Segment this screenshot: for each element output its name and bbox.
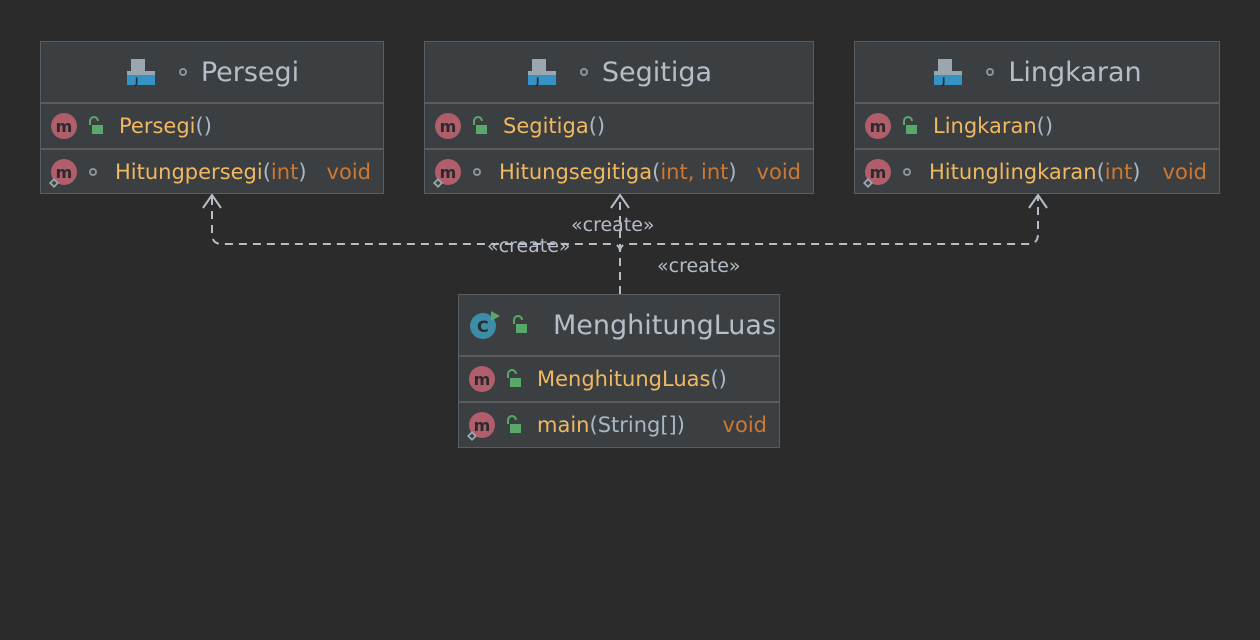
method-icon: m (435, 113, 461, 139)
class-name: MenghitungLuas (553, 309, 777, 341)
paren-open: ( (262, 160, 271, 184)
method-icon: m (469, 366, 495, 392)
svg-text:J: J (134, 77, 138, 87)
class-name: Persegi (200, 56, 300, 88)
class-name: Segitiga (601, 56, 713, 88)
package-private-icon (175, 64, 191, 80)
package-private-icon (469, 164, 485, 180)
class-box-lingkaran[interactable]: J Lingkaran m Lingkaran() m Hitunglingka… (854, 41, 1220, 194)
svg-text:J: J (941, 77, 945, 87)
constructor-row[interactable]: m MenghitungLuas() (459, 357, 779, 401)
static-marker-icon (467, 431, 477, 441)
class-box-segitiga[interactable]: J Segitiga m Segitiga() m Hitungsegitiga… (424, 41, 814, 194)
package-private-icon (85, 164, 101, 180)
static-marker-icon (433, 178, 443, 188)
create-label: «create» (571, 214, 655, 236)
constructor-row[interactable]: m Persegi() (41, 104, 383, 148)
class-header: C MenghitungLuas (459, 295, 779, 357)
method-row[interactable]: m Hitunglingkaran(int) void (855, 148, 1219, 194)
method-name: Hitungpersegi (115, 160, 263, 184)
public-lock-icon (89, 116, 103, 134)
create-label: «create» (657, 255, 741, 277)
constructor-name: Lingkaran (933, 114, 1037, 138)
class-name: Lingkaran (1008, 56, 1142, 88)
public-lock-icon (903, 116, 917, 134)
public-lock-icon (507, 415, 521, 433)
svg-text:J: J (535, 77, 539, 87)
arrowhead-segitiga (610, 193, 630, 209)
package-private-icon (982, 64, 998, 80)
return-type: void (722, 413, 767, 437)
package-private-icon (576, 64, 592, 80)
public-lock-icon (473, 116, 487, 134)
method-row[interactable]: m Hitungsegitiga(int, int) void (425, 148, 813, 194)
constructor-params: () (1036, 114, 1054, 138)
create-line-lingkaran (619, 196, 1039, 294)
java-file-icon: J (934, 59, 963, 87)
method-icon: m (435, 159, 461, 185)
paren-open: ( (1096, 160, 1105, 184)
class-header: J Segitiga (425, 42, 813, 104)
constructor-name: MenghitungLuas (537, 367, 711, 391)
return-type: void (326, 160, 371, 184)
method-row[interactable]: m Hitungpersegi(int) void (41, 148, 383, 194)
paren-close: ) (298, 160, 307, 184)
method-params: int (1104, 160, 1133, 184)
package-private-icon (899, 164, 915, 180)
java-file-icon: J (126, 59, 155, 87)
method-name: Hitunglingkaran (929, 160, 1097, 184)
class-box-menghitungluas[interactable]: C MenghitungLuas m MenghitungLuas() m ma… (458, 294, 780, 448)
arrowhead-persegi (202, 193, 222, 209)
paren-close: ) (728, 160, 737, 184)
class-box-persegi[interactable]: J Persegi m Persegi() m Hitungpersegi(in… (40, 41, 384, 194)
constructor-params: () (588, 114, 606, 138)
public-lock-icon (507, 369, 521, 387)
static-marker-icon (863, 178, 873, 188)
paren-close: ) (676, 413, 685, 437)
method-icon: m (865, 113, 891, 139)
class-header: J Persegi (41, 42, 383, 104)
method-params: int, int (660, 160, 729, 184)
paren-close: ) (1132, 160, 1141, 184)
java-file-icon: J (527, 59, 556, 87)
paren-open: ( (652, 160, 661, 184)
method-name: main (537, 413, 590, 437)
arrowhead-lingkaran (1028, 193, 1048, 209)
constructor-row[interactable]: m Lingkaran() (855, 104, 1219, 148)
svg-text:C: C (477, 317, 489, 336)
static-marker-icon (49, 178, 59, 188)
public-lock-icon (513, 315, 527, 333)
constructor-params: () (195, 114, 212, 138)
method-name: Hitungsegitiga (499, 160, 653, 184)
constructor-params: () (710, 367, 727, 391)
constructor-name: Segitiga (503, 114, 589, 138)
method-icon: m (51, 113, 77, 139)
class-header: J Lingkaran (855, 42, 1219, 104)
method-params: String[] (597, 413, 677, 437)
return-type: void (756, 160, 801, 184)
return-type: void (1162, 160, 1207, 184)
method-row[interactable]: m main(String[]) void (459, 401, 779, 447)
constructor-row[interactable]: m Segitiga() (425, 104, 813, 148)
create-label: «create» (487, 235, 571, 257)
paren-open: ( (589, 413, 598, 437)
method-params: int (270, 160, 299, 184)
constructor-name: Persegi (119, 114, 196, 138)
class-runnable-icon: C (470, 311, 500, 339)
